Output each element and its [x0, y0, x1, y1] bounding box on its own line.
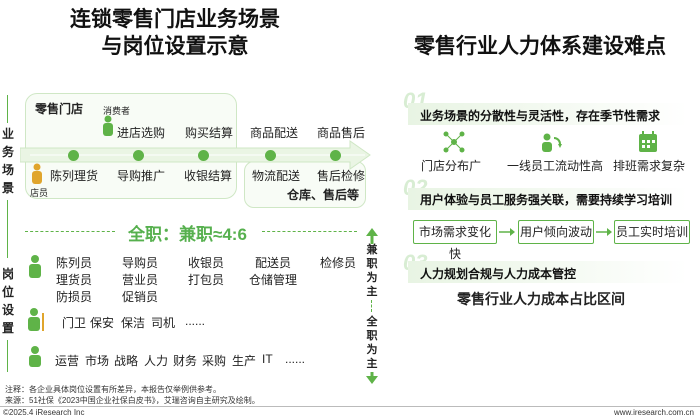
- side-divider-bottom: [7, 340, 8, 372]
- full-time-arrow-icon: [366, 372, 378, 384]
- consumer-icon: [103, 115, 113, 136]
- difficulty-bar-2: [408, 188, 688, 210]
- step-dot-3: [198, 150, 209, 161]
- pos-g3-4: 人力: [144, 354, 169, 368]
- difficulty-title-3: 人力规划合规与人力成本管控: [420, 267, 577, 281]
- ratio-dash-left: [25, 231, 115, 232]
- difficulty-bar-1: [408, 103, 688, 125]
- pos-col3-1: 收银员: [188, 256, 225, 270]
- consumer-label: 消费者: [103, 106, 131, 116]
- step-bottom-3: 收银结算: [184, 169, 233, 183]
- office-staff-icon: [29, 346, 41, 367]
- difficulty-1-item-3: 排班需求复杂: [613, 159, 686, 173]
- step-dot-4: [265, 150, 276, 161]
- pos-col1-2: 理货员: [56, 273, 93, 287]
- warehouse-label: 仓库、售后等: [287, 188, 360, 202]
- calendar-icon: [639, 131, 657, 152]
- difficulty-2-item-2: 用户倾向波动: [518, 220, 594, 244]
- pos-col2-2: 营业员: [122, 273, 159, 287]
- left-title: 连锁零售门店业务场景 与岗位设置示意: [45, 6, 305, 60]
- clerk-label: 店员: [30, 188, 49, 198]
- pos-g3-9: ......: [285, 352, 306, 366]
- step-dot-5: [330, 150, 341, 161]
- difficulty-1-item-2: 一线员工流动性高: [507, 159, 604, 173]
- right-title: 零售行业人力体系建设难点: [414, 35, 666, 58]
- website-link[interactable]: www.iresearch.com.cn: [613, 408, 694, 417]
- side-divider-mid: [7, 200, 8, 258]
- store-label: 零售门店: [35, 102, 84, 116]
- pos-g3-2: 市场: [85, 354, 110, 368]
- pos-col4-1: 配送员: [255, 256, 292, 270]
- pos-col1-1: 陈列员: [56, 256, 93, 270]
- arrow-right-icon-2: [596, 228, 612, 236]
- full-time-arrow-label: 全职为主: [366, 316, 378, 370]
- position-setting-label: 岗位设置: [1, 267, 14, 335]
- step-bottom-5: 售后检修: [317, 169, 366, 183]
- step-top-1: 进店选购: [117, 126, 166, 140]
- support-staff-icon: [28, 308, 44, 331]
- difficulty-2-item-3: 员工实时培训: [614, 220, 690, 244]
- business-scene-label: 业务场景: [1, 127, 14, 195]
- pos-g3-3: 战略: [114, 354, 139, 368]
- arrow-right-icon-1: [499, 228, 515, 236]
- part-time-arrow-icon: [366, 228, 378, 244]
- footnote-1: 注释：各企业具体岗位设置有所差异，本报告仅举例供参考。: [5, 385, 221, 394]
- step-bottom-2: 导购推广: [117, 169, 166, 183]
- pos-g3-1: 运营: [55, 354, 80, 368]
- pos-g2-4: 司机: [151, 316, 176, 330]
- footnote-2: 来源：51社保《2023中国企业社保白皮书》，艾瑞咨询自主研究及绘制。: [5, 396, 260, 405]
- step-dot-2: [133, 150, 144, 161]
- step-top-3: 商品配送: [250, 126, 299, 140]
- pos-col2-3: 促销员: [122, 290, 159, 304]
- pos-g3-5: 财务: [173, 354, 198, 368]
- clerk-icon: [32, 163, 42, 184]
- step-dot-1: [68, 150, 79, 161]
- pos-g2-5: ......: [185, 314, 206, 328]
- step-top-4: 商品售后: [317, 126, 366, 140]
- difficulty-3-item-1: 零售行业人力成本占比区间: [457, 291, 625, 307]
- left-title-line2: 与岗位设置示意: [101, 35, 249, 58]
- pos-g3-7: 生产: [232, 354, 257, 368]
- pos-col3-2: 打包员: [188, 273, 225, 287]
- part-time-arrow-label: 兼职为主: [366, 244, 378, 298]
- pos-g3-8: IT: [262, 352, 273, 366]
- pos-g2-3: 保洁: [121, 316, 146, 330]
- pos-g2-2: 保安: [90, 316, 115, 330]
- ratio-dash-right: [262, 231, 357, 232]
- ratio-text: 全职：兼职≈4:6: [128, 225, 247, 244]
- arrow-dash-line: [371, 300, 372, 312]
- frontline-staff-icon: [29, 255, 41, 278]
- pos-col5-1: 检修员: [320, 256, 357, 270]
- difficulty-title-2: 用户体验与员工服务强关联，需要持续学习培训: [420, 193, 673, 207]
- process-arrow: [20, 140, 371, 170]
- step-bottom-4: 物流配送: [252, 169, 301, 183]
- step-bottom-1: 陈列理货: [50, 169, 99, 183]
- store-network-icon: [443, 131, 465, 153]
- left-title-line1: 连锁零售门店业务场景: [70, 8, 280, 31]
- copyright: ©2025.4 iResearch Inc: [3, 408, 85, 417]
- pos-col2-1: 导购员: [122, 256, 159, 270]
- difficulty-2-item-1: 市场需求变化快: [413, 220, 497, 261]
- staff-turnover-icon: [542, 133, 562, 152]
- pos-g2-1: 门卫: [62, 316, 87, 330]
- step-top-2: 购买结算: [185, 126, 234, 140]
- pos-col4-2: 仓储管理: [249, 273, 298, 287]
- pos-g3-6: 采购: [202, 354, 227, 368]
- store-box: [25, 93, 237, 199]
- difficulty-title-1: 业务场景的分散性与灵活性，存在季节性需求: [420, 109, 661, 123]
- footer-line: [0, 406, 700, 407]
- difficulty-1-item-1: 门店分布广: [421, 159, 482, 173]
- side-divider-top: [7, 95, 8, 123]
- difficulty-bar-3: [408, 261, 688, 283]
- warehouse-box: [244, 161, 366, 208]
- pos-col1-3: 防损员: [56, 290, 93, 304]
